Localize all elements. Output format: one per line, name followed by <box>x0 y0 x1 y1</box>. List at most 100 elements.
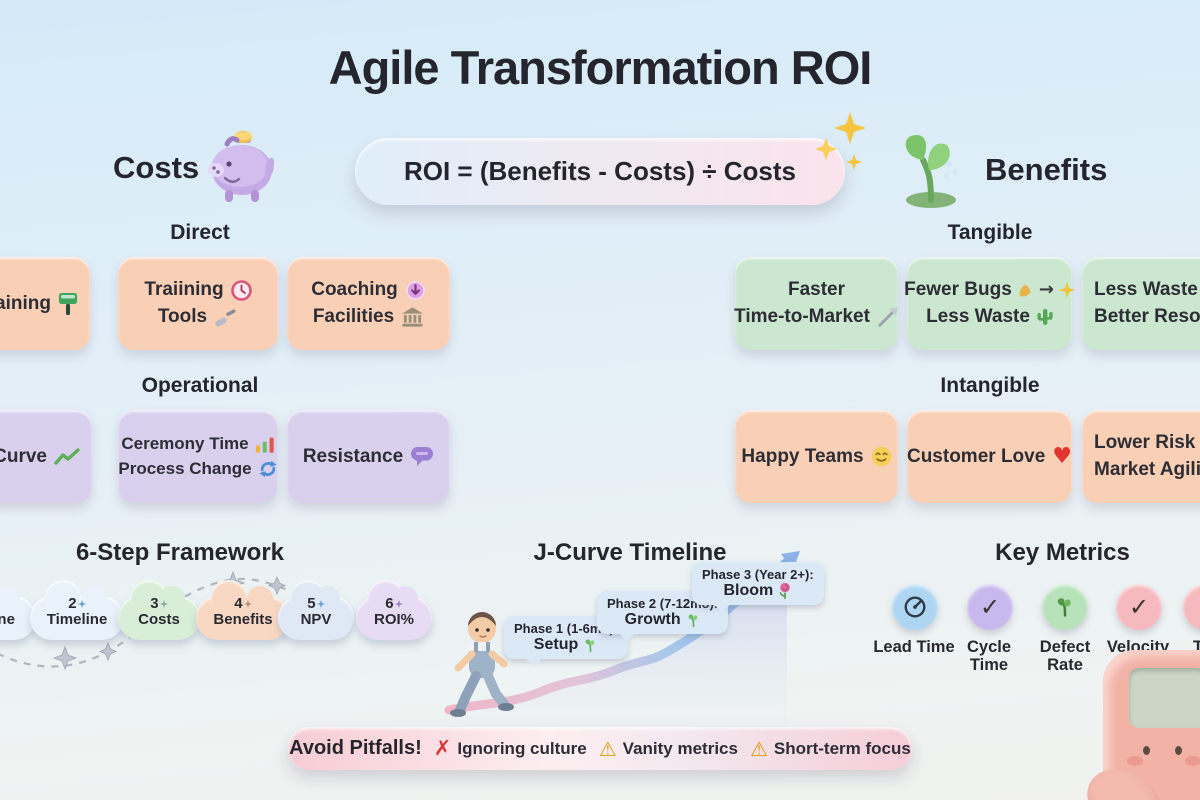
cross-mark-icon: ✗ <box>433 736 452 760</box>
piggy-bank-icon <box>203 130 279 208</box>
card-label: Customer Love <box>906 445 1046 467</box>
page-title: Agile Transformation ROI <box>328 41 873 94</box>
card-label: Fewer Bugs <box>904 279 1012 300</box>
mascot-blush <box>1185 756 1200 766</box>
pitfall-text: Vanity metrics <box>622 738 738 758</box>
metric-label: Defect Rate <box>1039 638 1091 675</box>
metric-velocity-badge: ✓ <box>1116 584 1162 630</box>
check-icon: ✓ <box>979 593 1001 621</box>
metric-team-badge <box>1183 584 1200 630</box>
star-icon <box>1058 282 1075 298</box>
benefit-card-lower-risk: Lower Risk Market Agility <box>1082 410 1200 503</box>
check-icon: ✓ <box>1128 593 1150 621</box>
mascot-eye <box>1175 746 1182 755</box>
card-label: Learning Curve <box>0 445 47 467</box>
metric-label: Lead Time <box>873 638 955 656</box>
seedling-icon <box>897 130 967 210</box>
step-label: ROI% <box>373 611 414 628</box>
cost-card-coaching-facilities: Coaching Facilities <box>287 257 450 350</box>
pitfalls-heading: Avoid Pitfalls! <box>289 737 422 759</box>
card-label: Time-to-Market <box>734 306 870 327</box>
phase-2-bubble: Phase 2 (7-12mo): Growth <box>597 591 729 634</box>
arrow-icon: → <box>1038 279 1054 300</box>
step-cloud-5: 5 NPV <box>278 580 354 640</box>
cost-card-ceremony-process: Ceremony Time Process Change <box>118 410 278 503</box>
mascot-eye <box>1143 746 1150 755</box>
metric-cycle-time-badge: ✓ <box>967 584 1013 630</box>
dart-icon <box>877 306 899 328</box>
card-label: Tools <box>157 306 208 327</box>
mascot-screen <box>1129 668 1200 728</box>
mascot-blush <box>1127 756 1143 766</box>
step-cloud-6: 6 ROI% <box>356 580 432 640</box>
cost-card-learning-curve: Learning Curve <box>0 410 92 503</box>
phase-label: Growth <box>624 611 681 628</box>
card-label: Traiining <box>144 279 224 300</box>
roi-formula-text: ROI = (Benefits - Costs) ÷ Costs <box>403 156 797 186</box>
step-number: 5 <box>307 595 316 613</box>
pinched-fingers-icon <box>1017 282 1034 299</box>
phase-3-bubble: Phase 3 (Year 2+): Bloom <box>692 562 824 605</box>
card-label: Facilities <box>312 306 395 327</box>
seedling-icon <box>1054 596 1076 618</box>
card-label: Less Waste <box>926 306 1030 327</box>
gauge-icon <box>903 595 927 619</box>
card-label: Market Agility <box>1094 459 1200 480</box>
benefit-card-time-to-market: Faster Time-to-Market <box>734 257 899 350</box>
clock-icon <box>230 279 252 301</box>
refresh-icon <box>258 459 278 479</box>
pitfall-text: Short-term focus <box>773 738 911 758</box>
card-label: Training <box>0 292 51 314</box>
metric-lead-time-badge <box>892 584 938 630</box>
step-number: 2 <box>68 595 77 613</box>
step-cloud-4: 4 Benefits <box>196 580 290 640</box>
metrics-heading: Key Metrics <box>995 539 1130 566</box>
costs-heading: Costs <box>113 150 200 185</box>
step-number: 4 <box>234 595 243 613</box>
chart-up-icon <box>54 447 80 466</box>
direct-heading: Direct <box>170 221 230 244</box>
card-label: Faster <box>787 279 846 300</box>
phase-title: Phase 1 (1-6mo): <box>514 621 619 636</box>
cactus-icon <box>1037 308 1053 326</box>
screwdriver-icon <box>214 306 238 328</box>
card-label: Lower Risk <box>1094 432 1196 453</box>
card-label: Resistance <box>302 445 404 467</box>
card-label: Coaching <box>311 279 398 300</box>
intangible-heading: Intangible <box>940 374 1040 397</box>
card-label: Better Resources <box>1094 306 1200 327</box>
phase-title: Phase 3 (Year 2+): <box>702 567 814 582</box>
benefit-card-fewer-bugs: Fewer Bugs → Less Waste <box>904 257 1075 350</box>
pitfall-item: ⚠ Short-term focus <box>750 739 911 759</box>
metric-label: Team <box>1193 638 1200 656</box>
benefit-card-customer-love: Customer Love ♥ <box>907 410 1072 503</box>
roi-formula-pill: ROI = (Benefits - Costs) ÷ Costs <box>355 138 845 205</box>
bank-building-icon <box>401 307 424 327</box>
speech-bubble-icon <box>410 446 434 467</box>
benefit-card-less-waste: Less Waste Better Resources <box>1082 257 1200 350</box>
card-label: Process Change <box>118 459 252 478</box>
gold-sparkles-icon <box>812 112 870 178</box>
tangible-heading: Tangible <box>947 221 1033 244</box>
pitfall-text: Ignoring culture <box>457 738 587 758</box>
step-label: Costs <box>138 611 180 628</box>
pitfalls-banner: Avoid Pitfalls! ✗ Ignoring culture ⚠ Van… <box>288 727 912 770</box>
calculator-mascot <box>1075 650 1200 800</box>
framework-heading: 6-Step Framework <box>75 539 285 566</box>
jcurve-graph <box>444 551 800 734</box>
pitfall-item: ✗ Ignoring culture <box>434 738 587 759</box>
metric-label: Cycle Time <box>966 638 1012 675</box>
red-heart-icon: ♥ <box>1052 443 1073 469</box>
walking-person-icon <box>446 612 518 718</box>
cost-card-training-tools: Traiining Tools <box>118 257 278 350</box>
step-number: 3 <box>150 595 159 613</box>
step-label: NPV <box>300 611 332 628</box>
card-label: Happy Teams <box>741 445 864 467</box>
operational-heading: Operational <box>141 374 259 397</box>
metric-defect-rate-badge <box>1042 584 1088 630</box>
step-label: Timeline <box>46 611 108 628</box>
warning-icon: ⚠ <box>598 736 617 761</box>
card-label: Ceremony Time <box>121 434 249 453</box>
benefits-heading: Benefits <box>985 152 1108 187</box>
step-label: Benefits <box>213 611 273 628</box>
